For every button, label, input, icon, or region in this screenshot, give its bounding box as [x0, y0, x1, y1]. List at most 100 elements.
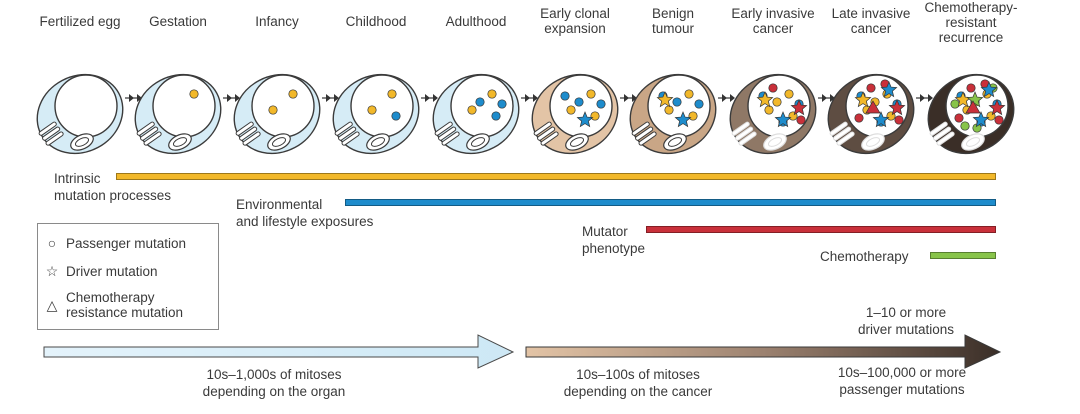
golgi-icon — [731, 121, 757, 146]
passenger-mutation — [772, 97, 782, 107]
legend-label: Passenger mutation — [66, 236, 187, 251]
progression-arrow-icon — [916, 94, 933, 102]
stage-label: Childhood — [345, 14, 407, 29]
passenger-mutation — [694, 99, 704, 109]
cell-nucleus — [251, 74, 315, 138]
cell-stage-7 — [729, 73, 817, 155]
process-bar — [646, 226, 996, 233]
process-label: Mutator phenotype — [582, 224, 646, 256]
passenger-mutation — [590, 111, 600, 121]
stage-label: Late invasive cancer — [831, 6, 911, 36]
progression-arrow-icon — [421, 94, 438, 102]
passenger-mutation — [491, 111, 501, 121]
driver-mutation — [756, 91, 774, 108]
golgi-icon — [38, 121, 64, 146]
resistance-mutation — [965, 100, 981, 114]
cell-nucleus — [152, 74, 216, 138]
stage-label: Adulthood — [445, 14, 507, 29]
stage-label: Fertilized egg — [39, 14, 121, 29]
passenger-mutation — [796, 115, 806, 125]
process-label: Chemotherapy — [820, 249, 909, 264]
normal-mitoses-label: 10s–1,000s of mitoses depending on the o… — [202, 367, 346, 399]
cell-stage-1 — [134, 73, 222, 155]
passenger-mutation — [566, 105, 576, 115]
legend-label: Chemotherapy resistance mutation — [66, 290, 184, 320]
cell-nucleus — [350, 74, 414, 138]
passenger-mutation — [960, 121, 970, 131]
driver-mutation — [872, 111, 890, 128]
golgi-icon — [434, 121, 460, 146]
golgi-icon — [929, 121, 955, 146]
golgi-icon — [829, 121, 855, 146]
progression-arrow-icon — [521, 94, 538, 102]
passenger-mutation — [994, 115, 1004, 125]
cancer-mitoses-label: 10s–100s of mitoses depending on the can… — [563, 367, 713, 399]
golgi-icon — [136, 121, 162, 146]
legend-item-passenger: ○ Passenger mutation — [38, 236, 187, 252]
cancer-development-arrow — [525, 334, 1002, 369]
passenger-mutation — [560, 91, 570, 101]
passenger-mutation — [391, 111, 401, 121]
driver-mutation — [774, 111, 792, 128]
cell-stage-8 — [827, 73, 915, 155]
stage-label: Chemotherapy- resistant recurrence — [924, 0, 1018, 45]
stage-label: Early clonal expansion — [540, 6, 610, 36]
progression-arrow-icon — [125, 94, 142, 102]
passenger-mutation — [367, 105, 377, 115]
process-label: Environmental and lifestyle exposures — [236, 197, 374, 229]
passenger-mutation — [672, 97, 682, 107]
passenger-mutation — [288, 89, 298, 99]
progression-arrow-icon — [322, 94, 339, 102]
passenger-mutation — [475, 97, 485, 107]
driver-mutation — [880, 81, 898, 98]
passenger-mutation — [467, 105, 477, 115]
driver-mutation — [988, 99, 1006, 116]
process-bar — [930, 252, 996, 259]
golgi-icon — [631, 121, 657, 146]
driver-mutation — [576, 111, 594, 128]
passenger-mutation — [268, 105, 278, 115]
passenger-mutation — [684, 89, 694, 99]
stage-label: Infancy — [255, 14, 299, 29]
triangle-icon: △ — [46, 296, 58, 313]
driver-mutation — [972, 111, 990, 128]
cell-stage-2 — [233, 73, 321, 155]
driver-mutation — [888, 99, 906, 116]
cell-stage-9 — [927, 73, 1015, 155]
passenger-mutation — [487, 89, 497, 99]
cell-stage-5 — [531, 73, 619, 155]
resistance-mutation — [865, 100, 881, 114]
golgi-icon — [334, 121, 360, 146]
legend-item-driver: ☆ Driver mutation — [38, 263, 158, 280]
cell-stage-3 — [332, 73, 420, 155]
passenger-mutation — [966, 83, 976, 93]
driver-mutations-label: 1–10 or more driver mutations — [857, 305, 955, 337]
passenger-mutation — [954, 113, 964, 123]
passenger-mutation — [894, 115, 904, 125]
passenger-mutation — [764, 105, 774, 115]
process-bar — [345, 199, 996, 206]
driver-mutation — [790, 99, 808, 116]
passenger-mutation — [189, 89, 199, 99]
progression-arrow-icon — [223, 94, 240, 102]
progression-arrow-icon — [718, 94, 735, 102]
passenger-mutations-label: 10s–100,000 or more passenger mutations — [837, 365, 967, 397]
golgi-icon — [533, 121, 559, 146]
passenger-mutation — [586, 89, 596, 99]
star-icon: ☆ — [45, 263, 59, 279]
passenger-mutation — [387, 89, 397, 99]
passenger-mutation — [574, 97, 584, 107]
cell-stage-0 — [36, 73, 124, 155]
passenger-mutation — [784, 89, 794, 99]
progression-arrow-icon — [620, 94, 637, 102]
normal-development-arrow — [43, 334, 515, 369]
driver-mutation — [674, 111, 692, 128]
driver-mutation — [656, 91, 674, 108]
passenger-mutation — [596, 99, 606, 109]
driver-mutation — [966, 91, 984, 108]
cell-stage-4 — [432, 73, 520, 155]
cell-stage-6 — [629, 73, 717, 155]
driver-mutation — [854, 91, 872, 108]
passenger-mutation — [664, 105, 674, 115]
